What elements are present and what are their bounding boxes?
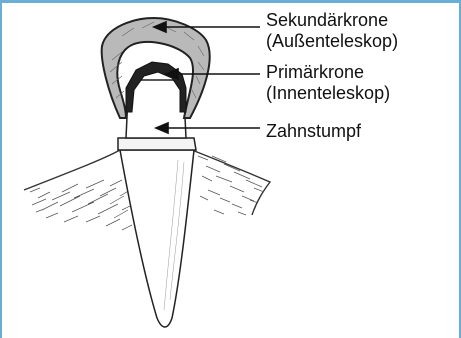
primary-crown-label-line1: Primärkrone — [266, 62, 390, 83]
primary-crown-label: Primärkrone (Innenteleskop) — [266, 62, 390, 104]
secondary-crown-label-line2: (Außenteleskop) — [266, 31, 398, 52]
secondary-crown-label: Sekundärkrone (Außenteleskop) — [266, 10, 398, 52]
tooth-stump-label: Zahnstumpf — [266, 121, 361, 142]
secondary-crown-label-line1: Sekundärkrone — [266, 10, 398, 31]
crown-collar — [118, 138, 196, 150]
primary-crown-label-line2: (Innenteleskop) — [266, 83, 390, 104]
